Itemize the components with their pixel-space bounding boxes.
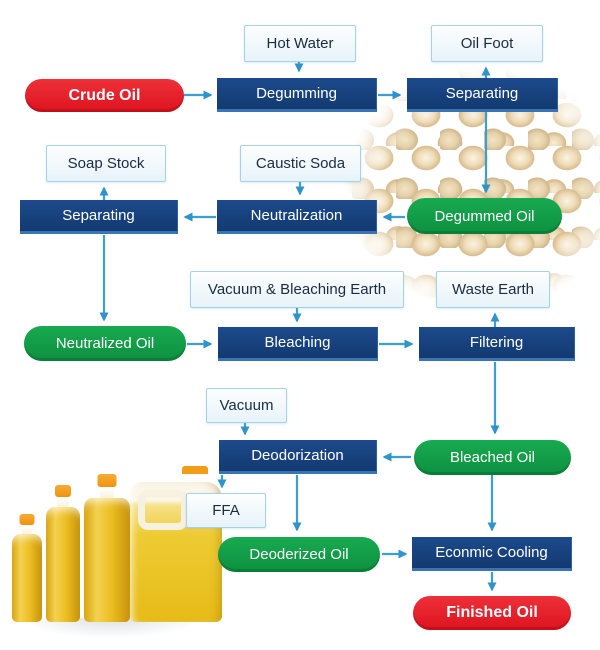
process-filtering: Filtering xyxy=(419,327,575,361)
bottle-neck xyxy=(100,487,114,498)
process-bleaching: Bleaching xyxy=(218,327,378,361)
process-economic-cooling: Econmic Cooling xyxy=(412,537,572,571)
intermediate-deoderized-oil: Deoderized Oil xyxy=(218,537,380,572)
intermediate-bleached-oil: Bleached Oil xyxy=(414,440,571,475)
input-vacuum: Vacuum xyxy=(206,388,287,423)
bottle-body xyxy=(12,534,42,622)
floor-reflection xyxy=(0,618,232,650)
medium-oil-bottle xyxy=(46,485,80,622)
byproduct-ffa: FFA xyxy=(186,493,266,528)
product-finished-oil: Finished Oil xyxy=(413,596,571,630)
bottle-neck xyxy=(21,525,33,534)
input-caustic-soda: Caustic Soda xyxy=(240,145,361,182)
process-neutralization: Neutralization xyxy=(217,200,377,234)
oil-bottles-photo xyxy=(0,452,232,650)
intermediate-degummed-oil: Degummed Oil xyxy=(407,198,562,234)
jug-cap xyxy=(182,466,208,484)
input-hot-water: Hot Water xyxy=(244,25,356,62)
bottle-cap xyxy=(19,514,35,525)
intermediate-neutralized-oil: Neutralized Oil xyxy=(24,326,186,361)
jug-handle xyxy=(138,490,188,530)
process-separating-left: Separating xyxy=(20,200,178,234)
bottle-neck xyxy=(57,497,69,507)
small-oil-bottle xyxy=(12,514,42,622)
process-degumming: Degumming xyxy=(217,78,377,112)
byproduct-waste-earth: Waste Earth xyxy=(436,271,550,308)
input-vacuum-bleaching-earth: Vacuum & Bleaching Earth xyxy=(190,271,404,308)
bottle-cap xyxy=(55,485,71,497)
bottle-body xyxy=(46,507,80,622)
byproduct-oil-foot: Oil Foot xyxy=(431,25,543,62)
bottle-cap xyxy=(97,474,117,487)
process-separating-top: Separating xyxy=(407,78,558,112)
byproduct-soap-stock: Soap Stock xyxy=(46,145,166,182)
bottle-body xyxy=(84,498,130,622)
process-deodorization: Deodorization xyxy=(219,440,377,474)
material-crude-oil: Crude Oil xyxy=(25,79,184,112)
large-oil-bottle xyxy=(84,474,130,622)
